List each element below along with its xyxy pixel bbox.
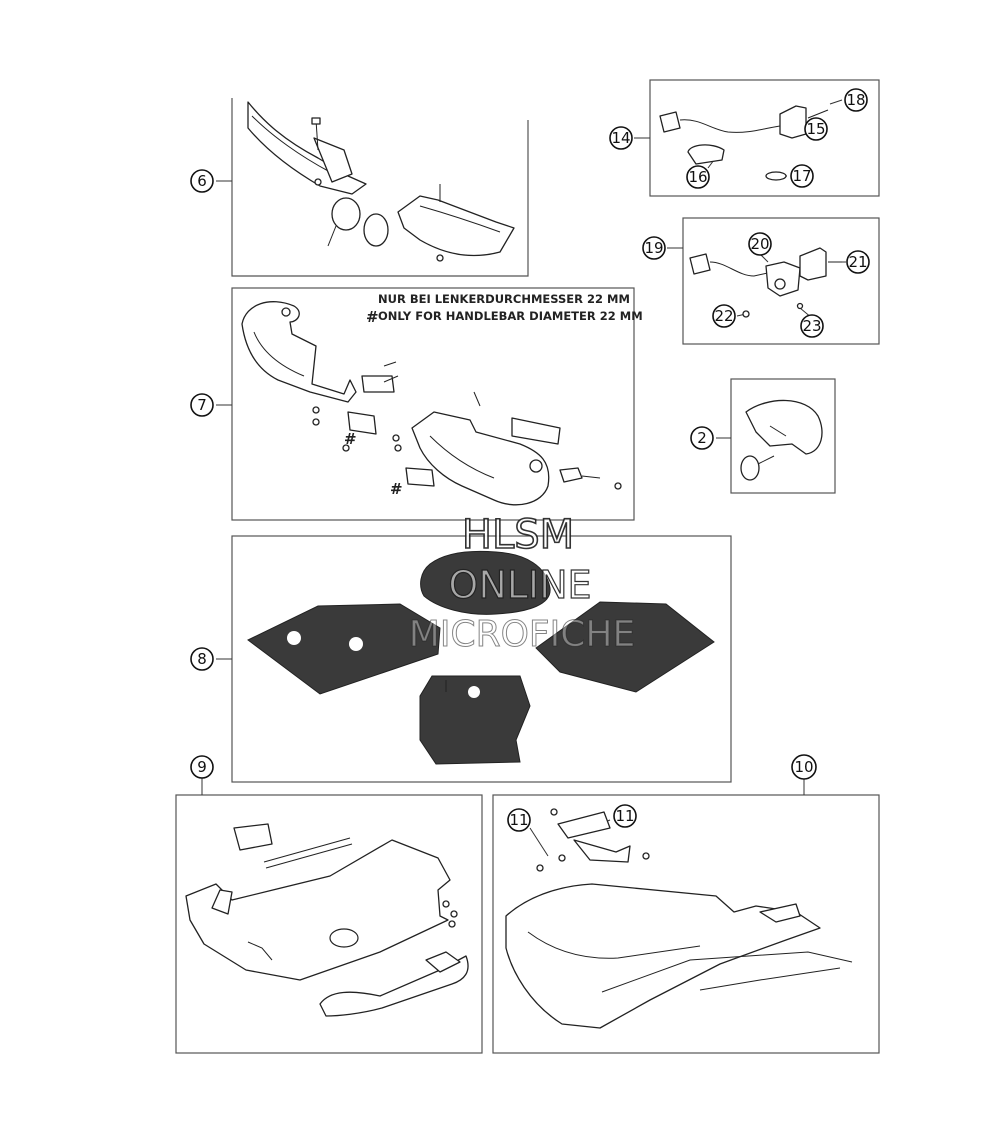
callout-14-label: 14 [611,129,630,147]
callout-19-label: 19 [644,239,663,257]
callout-9-label: 9 [197,758,207,776]
callout-2: 2 [690,426,714,450]
callout-18: 18 [844,88,868,112]
handguard-bracket-illustration: # # # NUR BEI LENKERDURCHMESSER 22 MM ON… [241,292,643,506]
callout-20: 20 [748,232,772,256]
group-10-box [492,794,880,1054]
callout-9: 9 [190,755,214,779]
callout-14: 14 [609,126,633,150]
callout-20-label: 20 [750,235,769,253]
watermark-line-1: HLSM [462,512,574,558]
callout-7: 7 [190,393,214,417]
group-9-box [175,794,483,1054]
callout-10-label: 10 [794,758,813,776]
callout-23: 23 [800,314,824,338]
callout-11-right: 11 [613,804,637,828]
group-19-box [682,217,880,345]
hash-mark-upper: # [344,430,357,448]
skid-plate-large-illustration [505,808,853,1029]
callout-19: 19 [642,236,666,260]
callout-6: 6 [190,169,214,193]
decal-top [420,550,551,615]
callout-18-label: 18 [846,91,865,109]
callout-21-label: 21 [848,253,867,271]
callout-22: 22 [712,304,736,328]
callout-7-label: 7 [197,396,207,414]
decal-set-illustration [247,550,715,765]
callout-17-label: 17 [792,167,811,185]
callout-23-label: 23 [802,317,821,335]
watermark-line-3: MICROFICHE [409,614,635,655]
watermark-line-2: ONLINE [448,563,591,607]
callout-15-label: 15 [806,120,825,138]
callout-16-label: 16 [688,168,707,186]
hash-mark-lower: # [390,480,403,498]
callout-15: 15 [804,117,828,141]
switch-assembly-14-illustration [659,105,829,181]
callout-17: 17 [790,164,814,188]
watermark: HLSM ONLINE MICROFICHE [408,511,635,655]
callout-22-label: 22 [714,307,733,325]
note-hash-symbol: # [366,308,379,326]
callout-2-label: 2 [697,429,707,447]
group-7-box [231,287,635,521]
decal-right [535,601,715,693]
callout-21: 21 [846,250,870,274]
callout-8-label: 8 [197,650,207,668]
callout-8: 8 [190,647,214,671]
callout-11-left-label: 11 [509,811,528,829]
decal-bottom [419,675,531,765]
decal-left [247,603,441,695]
handguard-set-illustration [247,101,515,262]
callout-10: 10 [791,754,817,780]
group-6-box [231,98,529,277]
guard-2-illustration [740,399,823,481]
group-2-box [730,378,836,494]
note-line-english: ONLY FOR HANDLEBAR DIAMETER 22 MM [378,309,643,323]
callout-6-label: 6 [197,172,207,190]
callout-11-right-label: 11 [615,807,634,825]
skid-plate-small-illustration [185,823,469,1017]
callout-16: 16 [686,165,710,189]
switch-assembly-19-illustration [689,247,842,318]
callout-11-left: 11 [507,808,531,832]
note-line-german: NUR BEI LENKERDURCHMESSER 22 MM [378,292,630,306]
